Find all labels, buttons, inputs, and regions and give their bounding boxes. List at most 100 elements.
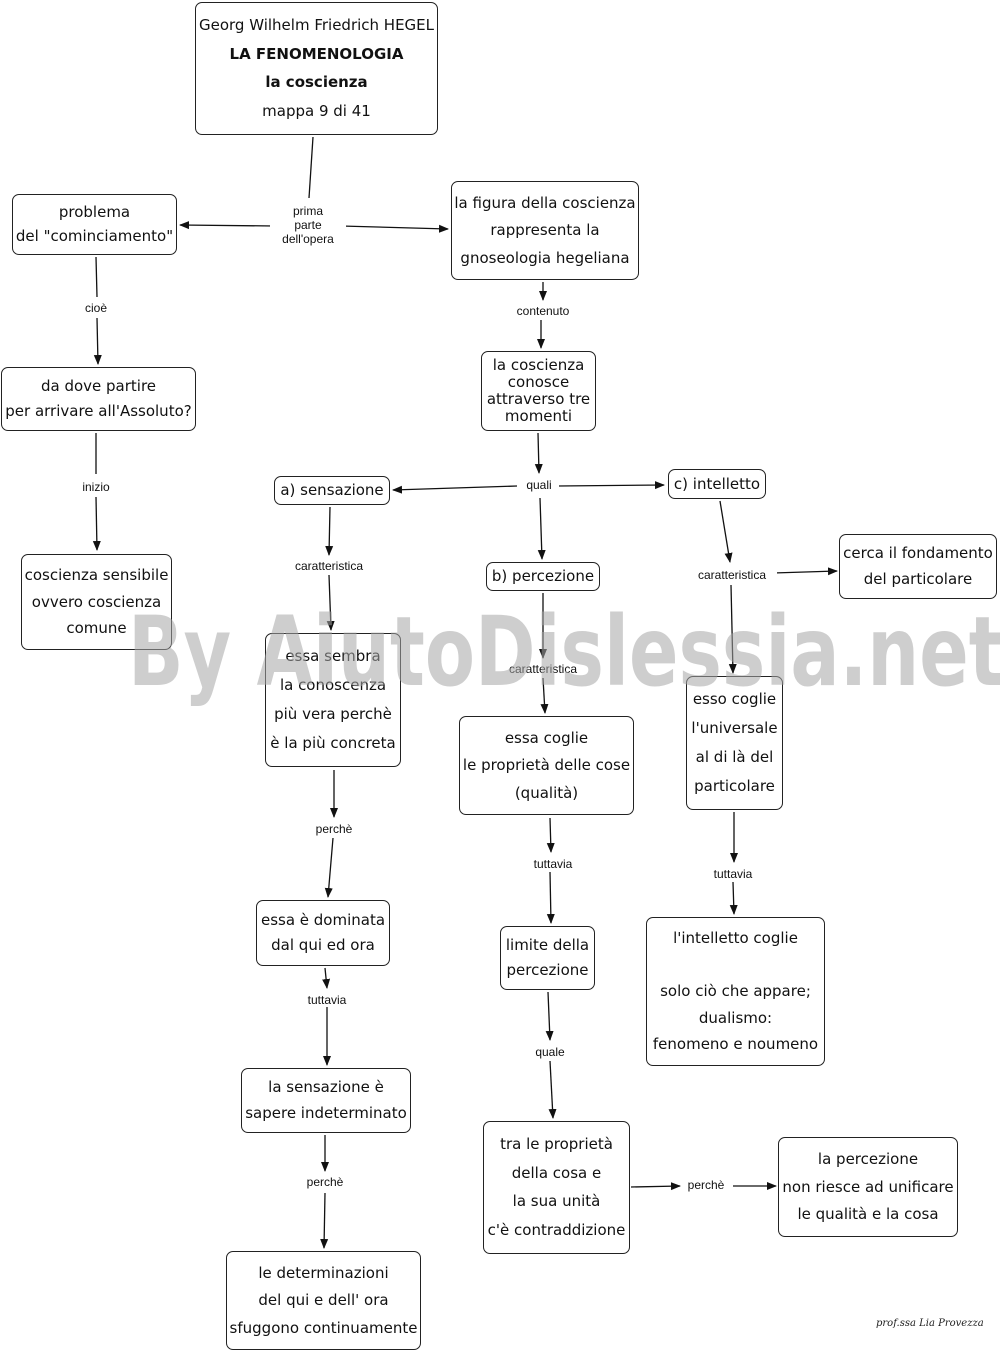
text-line: la sensazione è <box>268 1078 384 1097</box>
connector-arrow <box>719 500 733 563</box>
node-essa-coglie-proprieta: essa coglie le proprietà delle cose (quali… <box>459 716 634 815</box>
text-line: perchè <box>306 1175 344 1189</box>
text-line: attraverso tre <box>486 390 591 408</box>
text-line: non riesce ad unificare <box>782 1177 954 1196</box>
text-line: del qui e dell' ora <box>258 1291 389 1309</box>
text-line: del "cominciamento" <box>15 227 174 245</box>
text-line: la coscienza <box>265 73 368 92</box>
text-line: b) percezione <box>491 567 595 585</box>
text-line: sfuggono continuamente <box>229 1318 418 1337</box>
text-line: tra le proprietà <box>500 1134 613 1153</box>
text-line: limite della <box>505 936 590 954</box>
link-caratteristica-percezione: caratteristica <box>498 662 588 676</box>
text-line: momenti <box>504 407 573 425</box>
text-line: tuttavia <box>713 867 753 881</box>
connector-arrow <box>325 506 334 556</box>
node-contraddizione: tra le proprietà della cosa e la sua unità… <box>483 1121 630 1254</box>
node-sensazione: a) sensazione <box>274 476 390 505</box>
link-tuttavia-intelletto: tuttavia <box>706 867 760 881</box>
text-line: l'intelletto coglie <box>673 928 798 947</box>
text-line: al di là del <box>695 748 774 766</box>
text-line: comune <box>66 619 127 638</box>
text-line: contenuto <box>516 304 570 318</box>
connector-arrow <box>340 224 449 233</box>
text-line: la coscienza <box>492 356 585 374</box>
connector-arrow <box>557 481 665 490</box>
connector-arrow <box>630 1182 681 1191</box>
node-problema-cominciamento: problema del "cominciamento" <box>12 194 177 255</box>
text-line: la figura della coscienza <box>454 193 636 212</box>
node-non-riesce-unificare: la percezione non riesce ad unificare le q… <box>778 1137 958 1237</box>
text-line: problema <box>58 203 131 221</box>
link-tuttavia-sensazione: tuttavia <box>300 993 354 1007</box>
text-line: (qualità) <box>514 783 579 802</box>
connector-arrow <box>324 837 334 898</box>
connector-arrow <box>545 991 554 1041</box>
connector-arrow <box>772 567 838 576</box>
connector-arrow <box>179 221 275 230</box>
text-line: coscienza sensibile <box>24 565 169 584</box>
node-figura-coscienza: la figura della coscienza rappresenta la g… <box>451 181 639 280</box>
text-line: fenomeno e noumeno <box>652 1035 819 1054</box>
text-line: dell'opera <box>282 232 334 246</box>
node-title: Georg Wilhelm Friedrich HEGEL LA FENOMENO… <box>195 2 438 135</box>
text-line: più vera perchè <box>274 705 392 723</box>
text-line: della cosa e <box>511 1163 602 1182</box>
connector-arrow <box>540 677 549 714</box>
text-line: perchè <box>315 822 353 836</box>
link-inizio: inizio <box>74 480 118 494</box>
link-perche-contraddizione: perchè <box>682 1178 730 1192</box>
text-line: le qualità e la cosa <box>797 1205 939 1224</box>
text-line: tuttavia <box>533 857 573 871</box>
text-line: quali <box>526 478 552 492</box>
link-caratteristica-intelletto: caratteristica <box>687 568 777 582</box>
node-cerca-fondamento: cerca il fondamento del particolare <box>839 534 997 599</box>
text-line: del particolare <box>863 569 973 588</box>
text-line <box>733 956 738 973</box>
connector-arrow <box>308 136 314 199</box>
text-line: dualismo: <box>698 1008 773 1027</box>
text-line: particolare <box>694 777 775 795</box>
text-line: è la più concreta <box>270 734 396 752</box>
text-line: caratteristica <box>508 662 578 676</box>
text-line: la conoscenza <box>279 676 387 694</box>
text-line: mappa 9 di 41 <box>262 102 371 121</box>
text-line: a) sensazione <box>280 481 384 499</box>
text-line: la sua unità <box>512 1192 601 1211</box>
link-perche-sembra: perchè <box>310 822 358 836</box>
node-sapere-indeterminato: la sensazione è sapere indeterminato <box>241 1068 411 1133</box>
text-line: da dove partire <box>40 377 157 395</box>
connector-arrow <box>534 432 543 474</box>
connector-arrow <box>728 584 737 674</box>
node-intelletto: c) intelletto <box>668 469 766 499</box>
text-line: tuttavia <box>307 993 347 1007</box>
text-line: la percezione <box>817 1149 919 1168</box>
connector-arrow <box>392 485 518 494</box>
text-line: essa coglie <box>504 728 589 747</box>
text-line: gnoseologia hegeliana <box>460 248 630 267</box>
connector-arrow <box>326 574 335 631</box>
link-quali: quali <box>519 478 559 492</box>
author-credit: prof.ssa Lia Provezza <box>876 1318 984 1329</box>
connector-arrow <box>546 871 555 924</box>
text-line: essa è dominata <box>260 910 386 929</box>
connector-arrow <box>548 1060 557 1119</box>
node-percezione: b) percezione <box>486 562 600 591</box>
text-line: le proprietà delle cose <box>462 756 631 774</box>
text-line: rappresenta la <box>490 221 600 239</box>
text-line: LA FENOMENOLOGIA <box>229 44 404 63</box>
text-line: c'è contraddizione <box>487 1221 626 1240</box>
link-contenuto: contenuto <box>508 304 578 318</box>
text-line: sapere indeterminato <box>245 1103 407 1122</box>
text-line: cerca il fondamento <box>843 544 993 563</box>
text-line: Georg Wilhelm Friedrich HEGEL <box>198 15 435 34</box>
